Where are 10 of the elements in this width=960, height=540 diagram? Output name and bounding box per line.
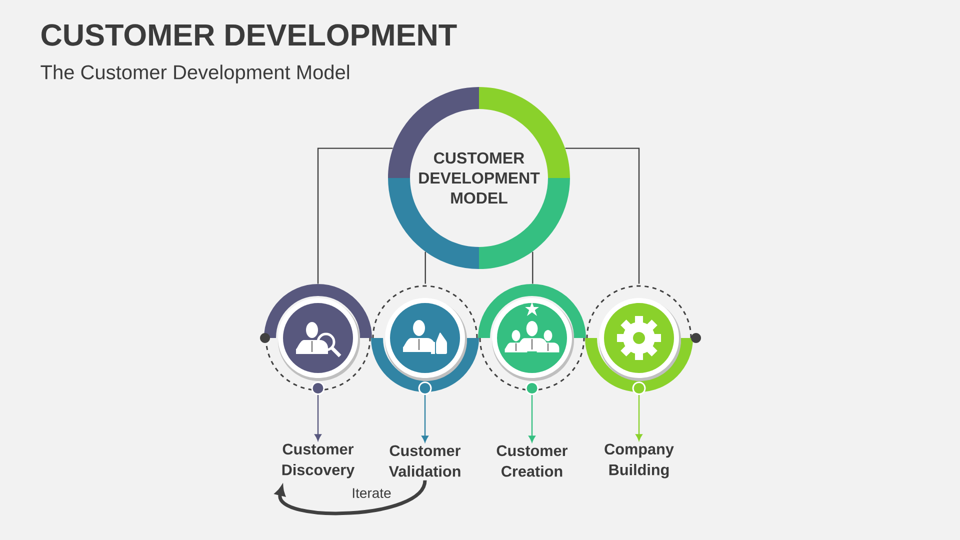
stage-label: Customer Discovery (282, 444, 355, 478)
title: CUSTOMER DEVELOPMENT (42, 24, 457, 46)
edge-label: Iterate (352, 488, 391, 498)
icon-circle (264, 284, 372, 391)
subtitle: The Customer Development Model (40, 64, 349, 84)
stage-label: Customer Validation (388, 445, 461, 477)
stage-label: Company Building (604, 444, 674, 478)
ring-diagram: CUSTOMER DEVELOPMENT MODEL (388, 87, 570, 269)
node-label: MODEL (451, 192, 508, 204)
stage-label: Customer Creation (496, 445, 568, 477)
